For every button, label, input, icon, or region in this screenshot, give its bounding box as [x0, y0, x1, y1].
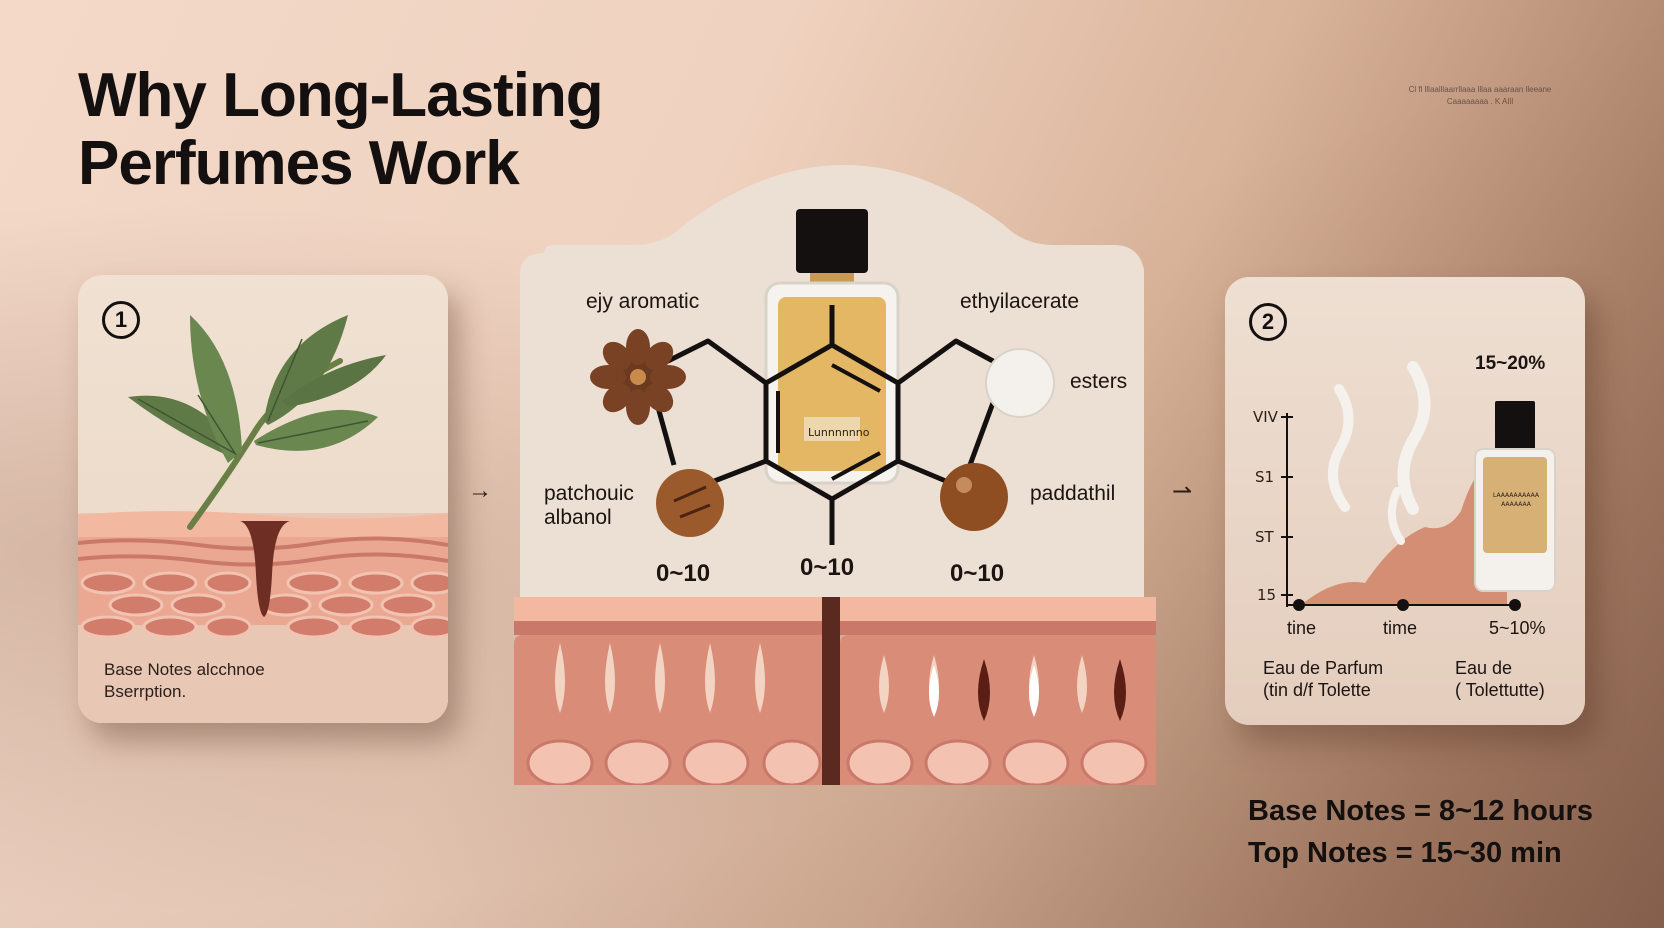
label-aromatic: ejy aromatic	[586, 290, 700, 313]
edt-label-line-2: ( Tolettutte)	[1455, 680, 1545, 700]
summary-top-notes: Top Notes = 15~30 min	[1248, 837, 1562, 869]
amber-sphere-icon	[940, 463, 1008, 531]
molecular-structure-panel	[514, 165, 1156, 785]
x-label-2: time	[1383, 618, 1418, 638]
title-line-1: Why Long-Lasting	[78, 61, 604, 130]
percent-top: 15~20%	[1475, 353, 1546, 374]
label-patchouli: patchouic albanol	[544, 482, 634, 530]
y-ticks	[1281, 416, 1293, 596]
skin-absorption-illustration	[78, 315, 448, 723]
center-bottle-label: Lunnnnnno	[808, 426, 870, 439]
small-bottle-label-line-2: AAAAAAA	[1501, 501, 1531, 508]
perfume-bottle	[764, 209, 900, 485]
corner-caption-line-1: Cl fl lllaalllaarrllaaa lllaa aaaraan ll…	[1408, 85, 1552, 94]
corner-caption-line-2: Caaaaaaaa . K AIll	[1446, 97, 1514, 106]
arrow-harpoon-icon: ⇀	[1172, 478, 1193, 505]
edt-label-line-1: Eau de	[1455, 658, 1513, 678]
label-paddathil: paddathil	[1030, 482, 1116, 505]
x-label-1: tine	[1287, 618, 1317, 638]
label-ethyl-acetate: ethyilacerate	[960, 290, 1080, 313]
seed-marks	[673, 485, 711, 519]
page-title: Why Long-Lasting Perfumes Work	[78, 61, 604, 198]
star-anise-icon	[590, 329, 686, 425]
title-line-2: Perfumes Work	[78, 129, 520, 198]
pore-follicle	[240, 521, 290, 617]
y-tick-label-2: S1	[1255, 468, 1275, 486]
step-1-caption: Base Notes alcchnoe Bserrption.	[104, 659, 265, 703]
vapor-wisp-2	[1397, 361, 1431, 515]
skin-cells	[80, 571, 448, 639]
edp-label: Eau de Parfum (tin d/f Tolette	[1263, 657, 1383, 701]
range-center: 0~10	[800, 554, 855, 581]
corner-caption: Cl fl lllaalllaarrllaaa lllaa aaaraan ll…	[1380, 84, 1580, 108]
vapor-wisp-1	[1327, 384, 1354, 512]
range-left: 0~10	[656, 560, 711, 587]
brown-seed-icon	[656, 469, 724, 537]
step-2-card: 2 LAAAAAAAAAA AAAAAAA 15~20% VIV S1 ST 1…	[1225, 277, 1585, 725]
step-1-caption-line-2: Bserrption.	[104, 682, 187, 701]
small-bottle-icon	[1474, 401, 1556, 592]
evaporation-chart	[1281, 361, 1556, 611]
step-1-caption-line-1: Base Notes alcchnoe	[104, 660, 265, 679]
evaporation-area	[1301, 455, 1507, 605]
y-tick-label-3: ST	[1255, 528, 1274, 546]
edp-label-line-2: (tin d/f Tolette	[1263, 680, 1371, 700]
label-patchouli-line-2: albanol	[544, 506, 612, 529]
x-markers	[1293, 599, 1521, 611]
duration-summary: Base Notes = 8~12 hours Top Notes = 15~3…	[1248, 790, 1593, 874]
cell-row	[526, 739, 1148, 785]
small-bottle-label-line-1: LAAAAAAAAAA	[1492, 492, 1540, 499]
x-label-3: 5~10%	[1489, 618, 1546, 638]
skin-cross-section	[514, 597, 1156, 785]
y-tick-label-1: VIV	[1253, 408, 1278, 426]
summary-base-notes: Base Notes = 8~12 hours	[1248, 795, 1593, 827]
edt-label: Eau de ( Tolettutte)	[1455, 657, 1545, 701]
step-2-badge: 2	[1249, 303, 1287, 341]
y-tick-label-4: 15	[1257, 586, 1277, 604]
label-patchouli-line-1: patchouic	[544, 482, 634, 505]
leaf-icon	[128, 315, 386, 530]
step-1-card: 1 Base Notes al	[78, 275, 448, 723]
edp-label-line-1: Eau de Parfum	[1263, 658, 1384, 678]
droplets-dark	[978, 659, 1126, 721]
droplets-white	[929, 665, 1039, 717]
label-esters: esters	[1070, 370, 1128, 393]
small-bottle-label: LAAAAAAAAAA AAAAAAA	[1489, 491, 1543, 509]
step-1-badge: 1	[102, 301, 140, 339]
range-right: 0~10	[950, 560, 1005, 587]
white-sphere-icon	[985, 348, 1055, 418]
arrow-right-icon: →	[468, 477, 492, 504]
